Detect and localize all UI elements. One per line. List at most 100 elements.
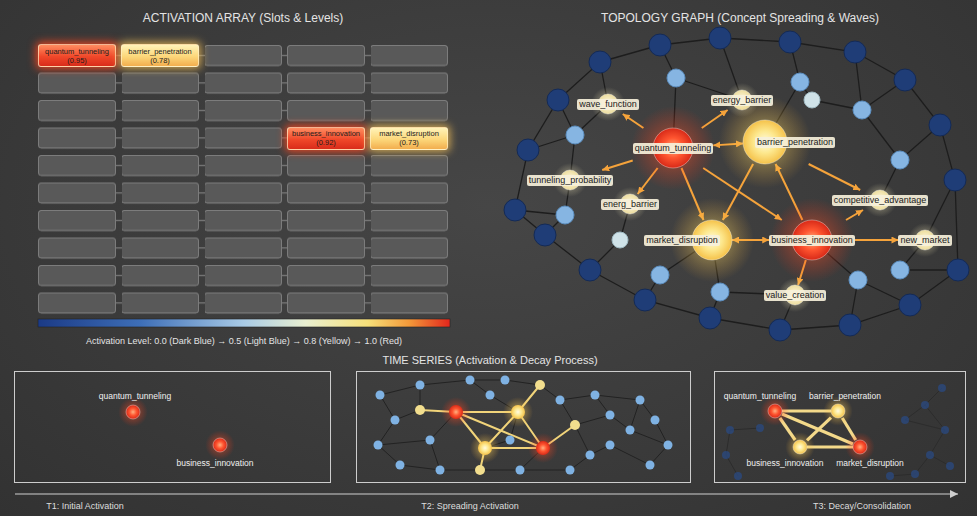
concept-name: barrier_penetration	[128, 47, 191, 56]
activation-value: (0.73)	[399, 138, 419, 147]
concept-label: business_innovation	[769, 235, 855, 246]
time-step-label: T3: Decay/Consolidation	[813, 501, 911, 512]
node-glow	[785, 432, 814, 461]
concept-node: market_disruption	[644, 220, 732, 260]
concept-label: competitive_advantage	[832, 195, 929, 206]
node-circle	[213, 438, 227, 452]
network-dot	[374, 441, 383, 450]
time-step-node: business_innovation	[793, 440, 807, 454]
faded-dot	[911, 470, 919, 478]
network-dot	[636, 396, 645, 405]
slot-grid	[38, 45, 448, 320]
activation-slot: quantum_tunneling(0.95)	[38, 44, 116, 67]
concept-label: barrier_penetration	[809, 391, 881, 401]
network-dot	[416, 381, 425, 390]
concept-node: new_market	[898, 230, 951, 250]
faded-dot	[886, 472, 894, 480]
outer-concept-dot	[709, 27, 731, 49]
outer-concept-dot	[899, 294, 921, 316]
spread-arrow	[602, 161, 633, 170]
outer-concept-dot	[589, 51, 611, 73]
outer-concept-dot	[634, 289, 656, 311]
label-holder: Activation Level: 0.0 (Dark Blue) → 0.5 …	[86, 336, 402, 347]
network-dot	[646, 461, 655, 470]
time-step-panel: T1: Initial Activationquantum_tunnelingb…	[15, 372, 330, 482]
node-circle	[793, 440, 807, 454]
node-glow	[205, 430, 234, 459]
concept-label: market_disruption	[644, 235, 720, 246]
faded-dot	[722, 384, 954, 480]
network-dot	[516, 466, 525, 475]
faded-dot	[726, 426, 734, 434]
faded-dot	[926, 451, 934, 459]
decayed-network	[722, 384, 954, 480]
panel-title: ACTIVATION ARRAY (Slots & Levels)	[143, 11, 344, 25]
spread-arrow	[846, 210, 863, 220]
faded-dot	[901, 416, 909, 424]
node-glow	[770, 198, 854, 282]
time-axis	[15, 493, 958, 494]
concept-node: competitive_advantage	[832, 190, 929, 210]
outer-concept-dot	[517, 139, 539, 161]
network-dot-yellow	[535, 380, 545, 390]
time-step-panel: T3: Decay/Consolidationquantum_tunneling…	[715, 372, 965, 482]
concept-node: value_creation	[764, 285, 827, 305]
active-link	[420, 385, 575, 470]
network-dot-yellow	[570, 420, 580, 430]
concept-label: business_innovation	[176, 458, 253, 468]
concept-label: new_market	[898, 235, 951, 246]
concept-name: market_disruption	[379, 129, 439, 138]
concept-label: wave_function	[577, 99, 639, 110]
graph-links	[515, 38, 958, 330]
network-dot	[426, 436, 435, 445]
mid-concept-dot	[891, 151, 909, 169]
colorbar	[38, 319, 450, 327]
outer-concept-dot	[504, 199, 526, 221]
time-step-node: quantum_tunneling	[768, 404, 782, 418]
node-circle	[768, 404, 782, 418]
faded-dot	[734, 472, 742, 480]
faded-dot	[921, 401, 929, 409]
mid-concept-dot	[853, 101, 871, 119]
concept-node: business_innovation	[769, 220, 855, 260]
concept-name: business_innovation	[292, 129, 360, 138]
colorbar-caption: Activation Level: 0.0 (Dark Blue) → 0.5 …	[86, 336, 402, 347]
concept-node: wave_function	[577, 94, 639, 114]
concept-label: tunneling_probability	[527, 175, 614, 186]
network-hub	[441, 397, 558, 463]
slot-grid	[38, 45, 448, 320]
outer-concept-dot	[844, 41, 866, 63]
activation-slot: barrier_penetration(0.78)	[121, 44, 199, 67]
network-dot	[586, 451, 595, 460]
outer-concept-dot	[547, 89, 569, 111]
concept-label: energ_barrier	[601, 199, 659, 210]
mid-concept-dot	[667, 69, 685, 87]
network-dot	[436, 466, 445, 475]
network-hub	[536, 441, 550, 455]
outer-concept-dot	[769, 319, 791, 341]
pale-concept-dot	[804, 92, 820, 108]
network-hub	[503, 397, 533, 427]
activation-slot: market_disruption(0.73)	[370, 127, 448, 150]
node-circle	[831, 404, 845, 418]
node-core	[126, 405, 140, 419]
concept-name: quantum_tunneling	[45, 47, 109, 56]
node-glow	[631, 106, 715, 190]
network-hub	[449, 405, 463, 419]
network-dot	[466, 376, 475, 385]
network-dot	[606, 411, 615, 420]
graph-links	[515, 38, 958, 330]
activation-value: (0.92)	[316, 138, 336, 147]
network-hub	[528, 433, 558, 463]
network-dot	[606, 441, 615, 450]
outer-concept-dot	[649, 34, 671, 56]
mid-concept-dot	[556, 206, 574, 224]
mid-concept-dot	[791, 73, 809, 91]
network-dot	[506, 436, 515, 445]
activation-slot: business_innovation(0.92)	[287, 127, 365, 150]
network-dot	[651, 416, 660, 425]
time-step-node: barrier_penetration	[831, 404, 845, 418]
concept-label: barrier_penetration	[755, 137, 835, 148]
network-dot	[376, 391, 385, 400]
